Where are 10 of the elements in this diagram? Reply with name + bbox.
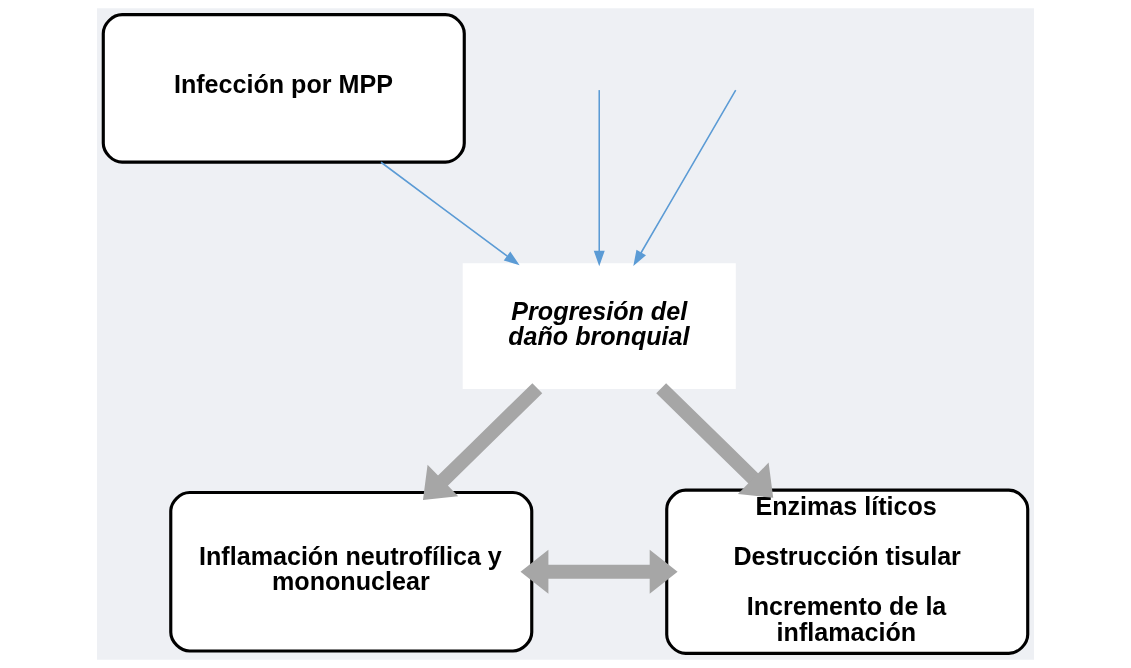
arrow	[593, 89, 605, 267]
node-box: Enzimas líticos Destrucción tisular Incremento de la inflamación	[665, 488, 1030, 655]
node-box: Progresión del daño bronquial	[462, 263, 736, 389]
node-box: Inflamación neutrofílica y mononuclear	[169, 490, 534, 653]
arrow	[633, 89, 737, 267]
arrow	[380, 161, 520, 266]
arrow	[656, 383, 774, 498]
arrow	[422, 383, 543, 501]
arrow	[520, 549, 678, 594]
node-box: Infección por MPP	[101, 13, 466, 164]
